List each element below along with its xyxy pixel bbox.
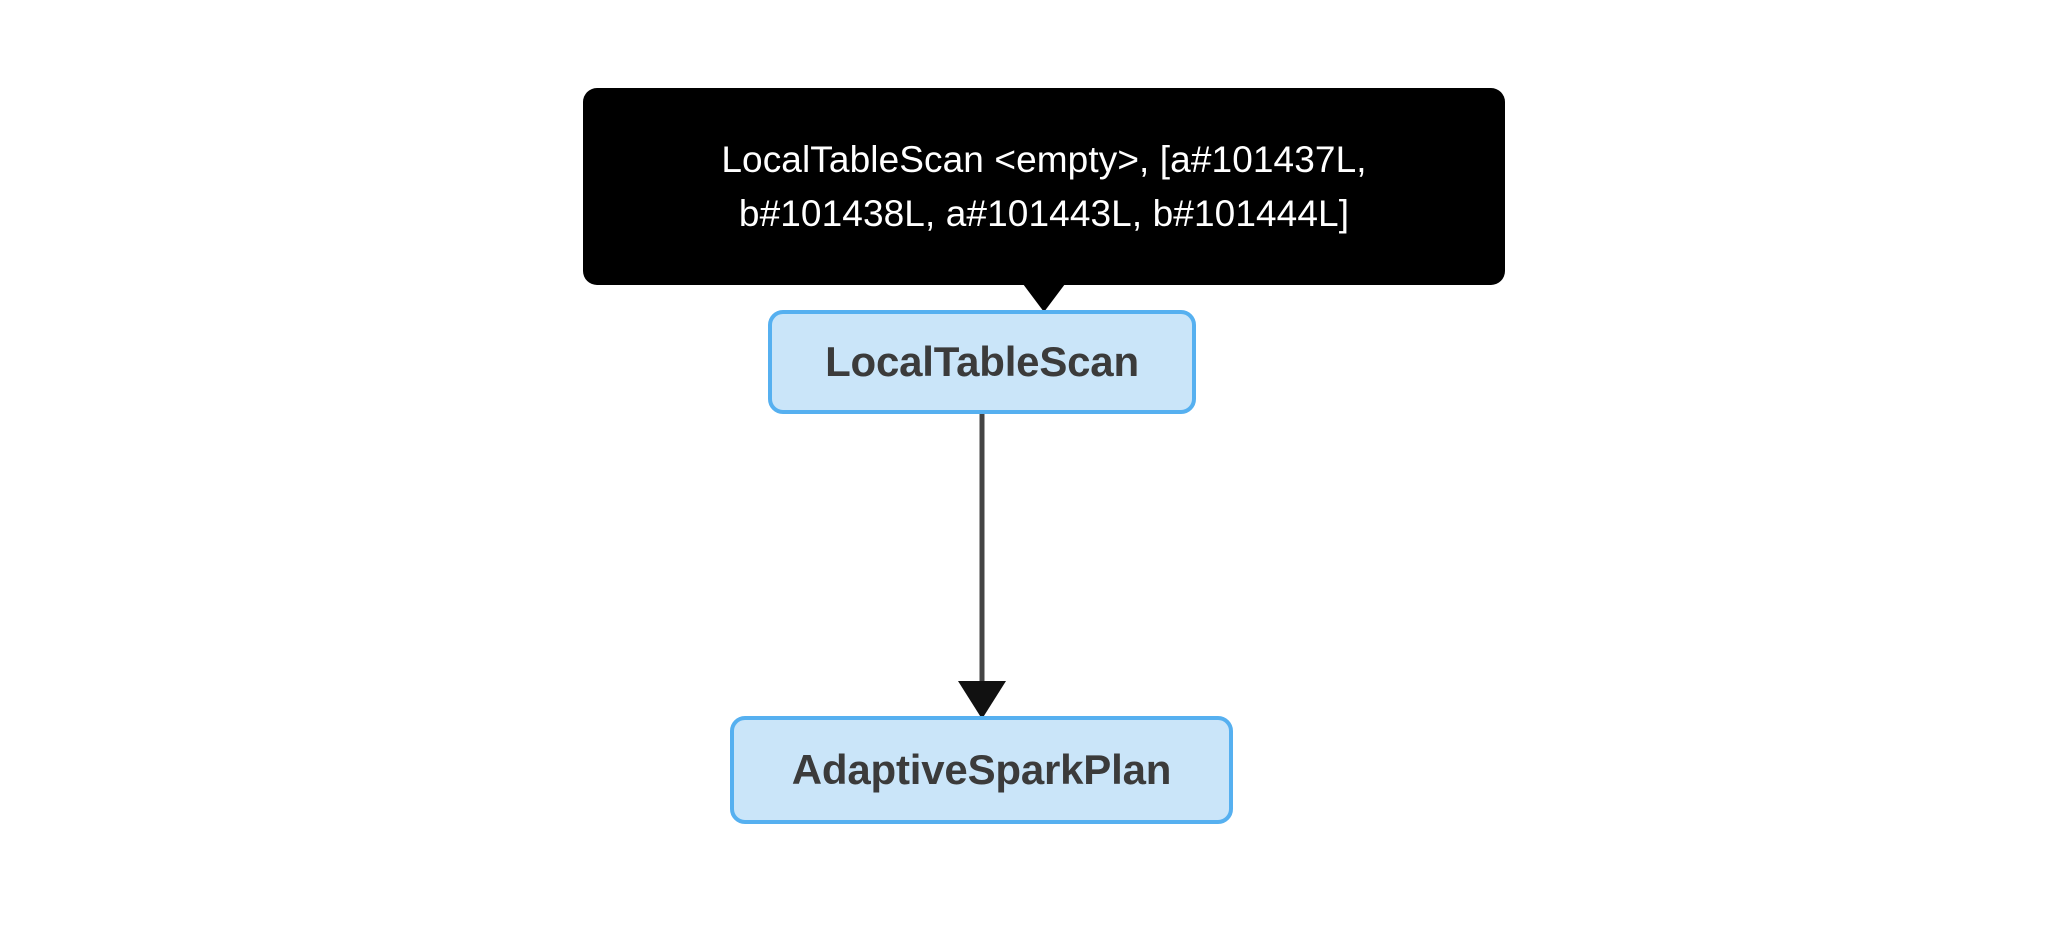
plan-node-label: AdaptiveSparkPlan: [791, 746, 1172, 793]
edge-localtablescan-to-adaptivesparkplan: [958, 414, 1006, 719]
plan-node-label: LocalTableScan: [825, 338, 1139, 385]
plan-node-localtablescan[interactable]: LocalTableScan: [768, 310, 1196, 414]
plan-node-adaptivesparkplan[interactable]: AdaptiveSparkPlan: [730, 716, 1233, 824]
node-tooltip: LocalTableScan <empty>, [a#101437L, b#10…: [583, 88, 1505, 312]
edge-arrowhead-icon: [958, 681, 1006, 719]
tooltip-text: LocalTableScan <empty>, [a#101437L, b#10…: [721, 138, 1367, 234]
tooltip-tail-icon: [1023, 284, 1065, 312]
